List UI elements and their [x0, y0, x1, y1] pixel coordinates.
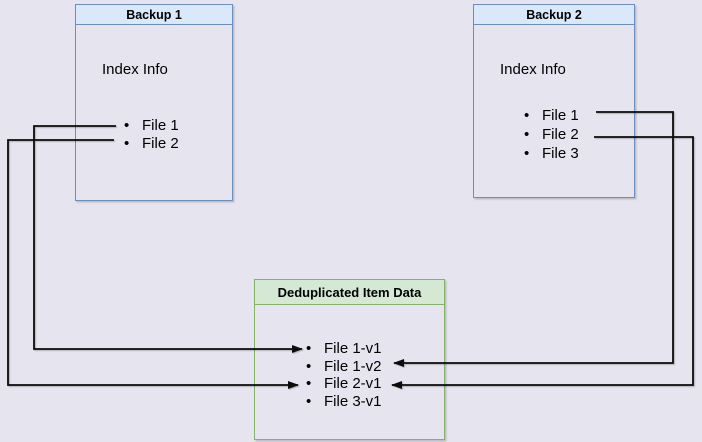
bullet-icon: • [524, 145, 530, 162]
file-label: File 1 [142, 117, 179, 134]
bullet-icon: • [124, 117, 130, 134]
list-item: • File 2 [521, 125, 579, 144]
list-item: • File 1-v1 [303, 340, 382, 358]
list-item: • File 2 [121, 135, 179, 153]
list-item: • File 3 [521, 144, 579, 163]
backup2-box: Backup 2 [473, 4, 635, 198]
backup2-header: Backup 2 [474, 5, 634, 25]
bullet-icon: • [524, 126, 530, 143]
file-label: File 2 [142, 135, 179, 152]
list-item: • File 1 [121, 117, 179, 135]
list-item: • File 3-v1 [303, 393, 382, 411]
file-label: File 2 [542, 126, 579, 143]
list-item: • File 1-v2 [303, 358, 382, 376]
backup1-file-list: • File 1 • File 2 [121, 117, 179, 153]
list-item: • File 1 [521, 106, 579, 125]
bullet-icon: • [306, 340, 312, 357]
bullet-icon: • [306, 392, 312, 410]
file-label: File 1-v1 [324, 340, 382, 357]
file-label: File 3-v1 [324, 392, 382, 410]
bullet-icon: • [306, 375, 312, 392]
backup1-index-info-label: Index Info [102, 61, 168, 78]
backup2-file-list: • File 1 • File 2 • File 3 [521, 106, 579, 163]
backup1-title: Backup 1 [126, 7, 182, 22]
dedup-title: Deduplicated Item Data [277, 284, 422, 300]
dedup-header: Deduplicated Item Data [255, 280, 444, 305]
list-item: • File 2-v1 [303, 375, 382, 393]
backup2-title: Backup 2 [526, 7, 582, 22]
file-label: File 1 [542, 107, 579, 124]
backup1-box: Backup 1 [75, 4, 233, 201]
bullet-icon: • [524, 107, 530, 124]
backup2-index-info-label: Index Info [500, 61, 566, 78]
file-label: File 1-v2 [324, 357, 382, 375]
file-label: File 2-v1 [324, 375, 382, 392]
dedup-file-list: • File 1-v1 • File 1-v2 • File 2-v1 • File 3… [303, 340, 382, 410]
bullet-icon: • [124, 135, 130, 152]
backup1-header: Backup 1 [76, 5, 232, 25]
file-label: File 3 [542, 145, 579, 162]
bullet-icon: • [306, 357, 312, 375]
